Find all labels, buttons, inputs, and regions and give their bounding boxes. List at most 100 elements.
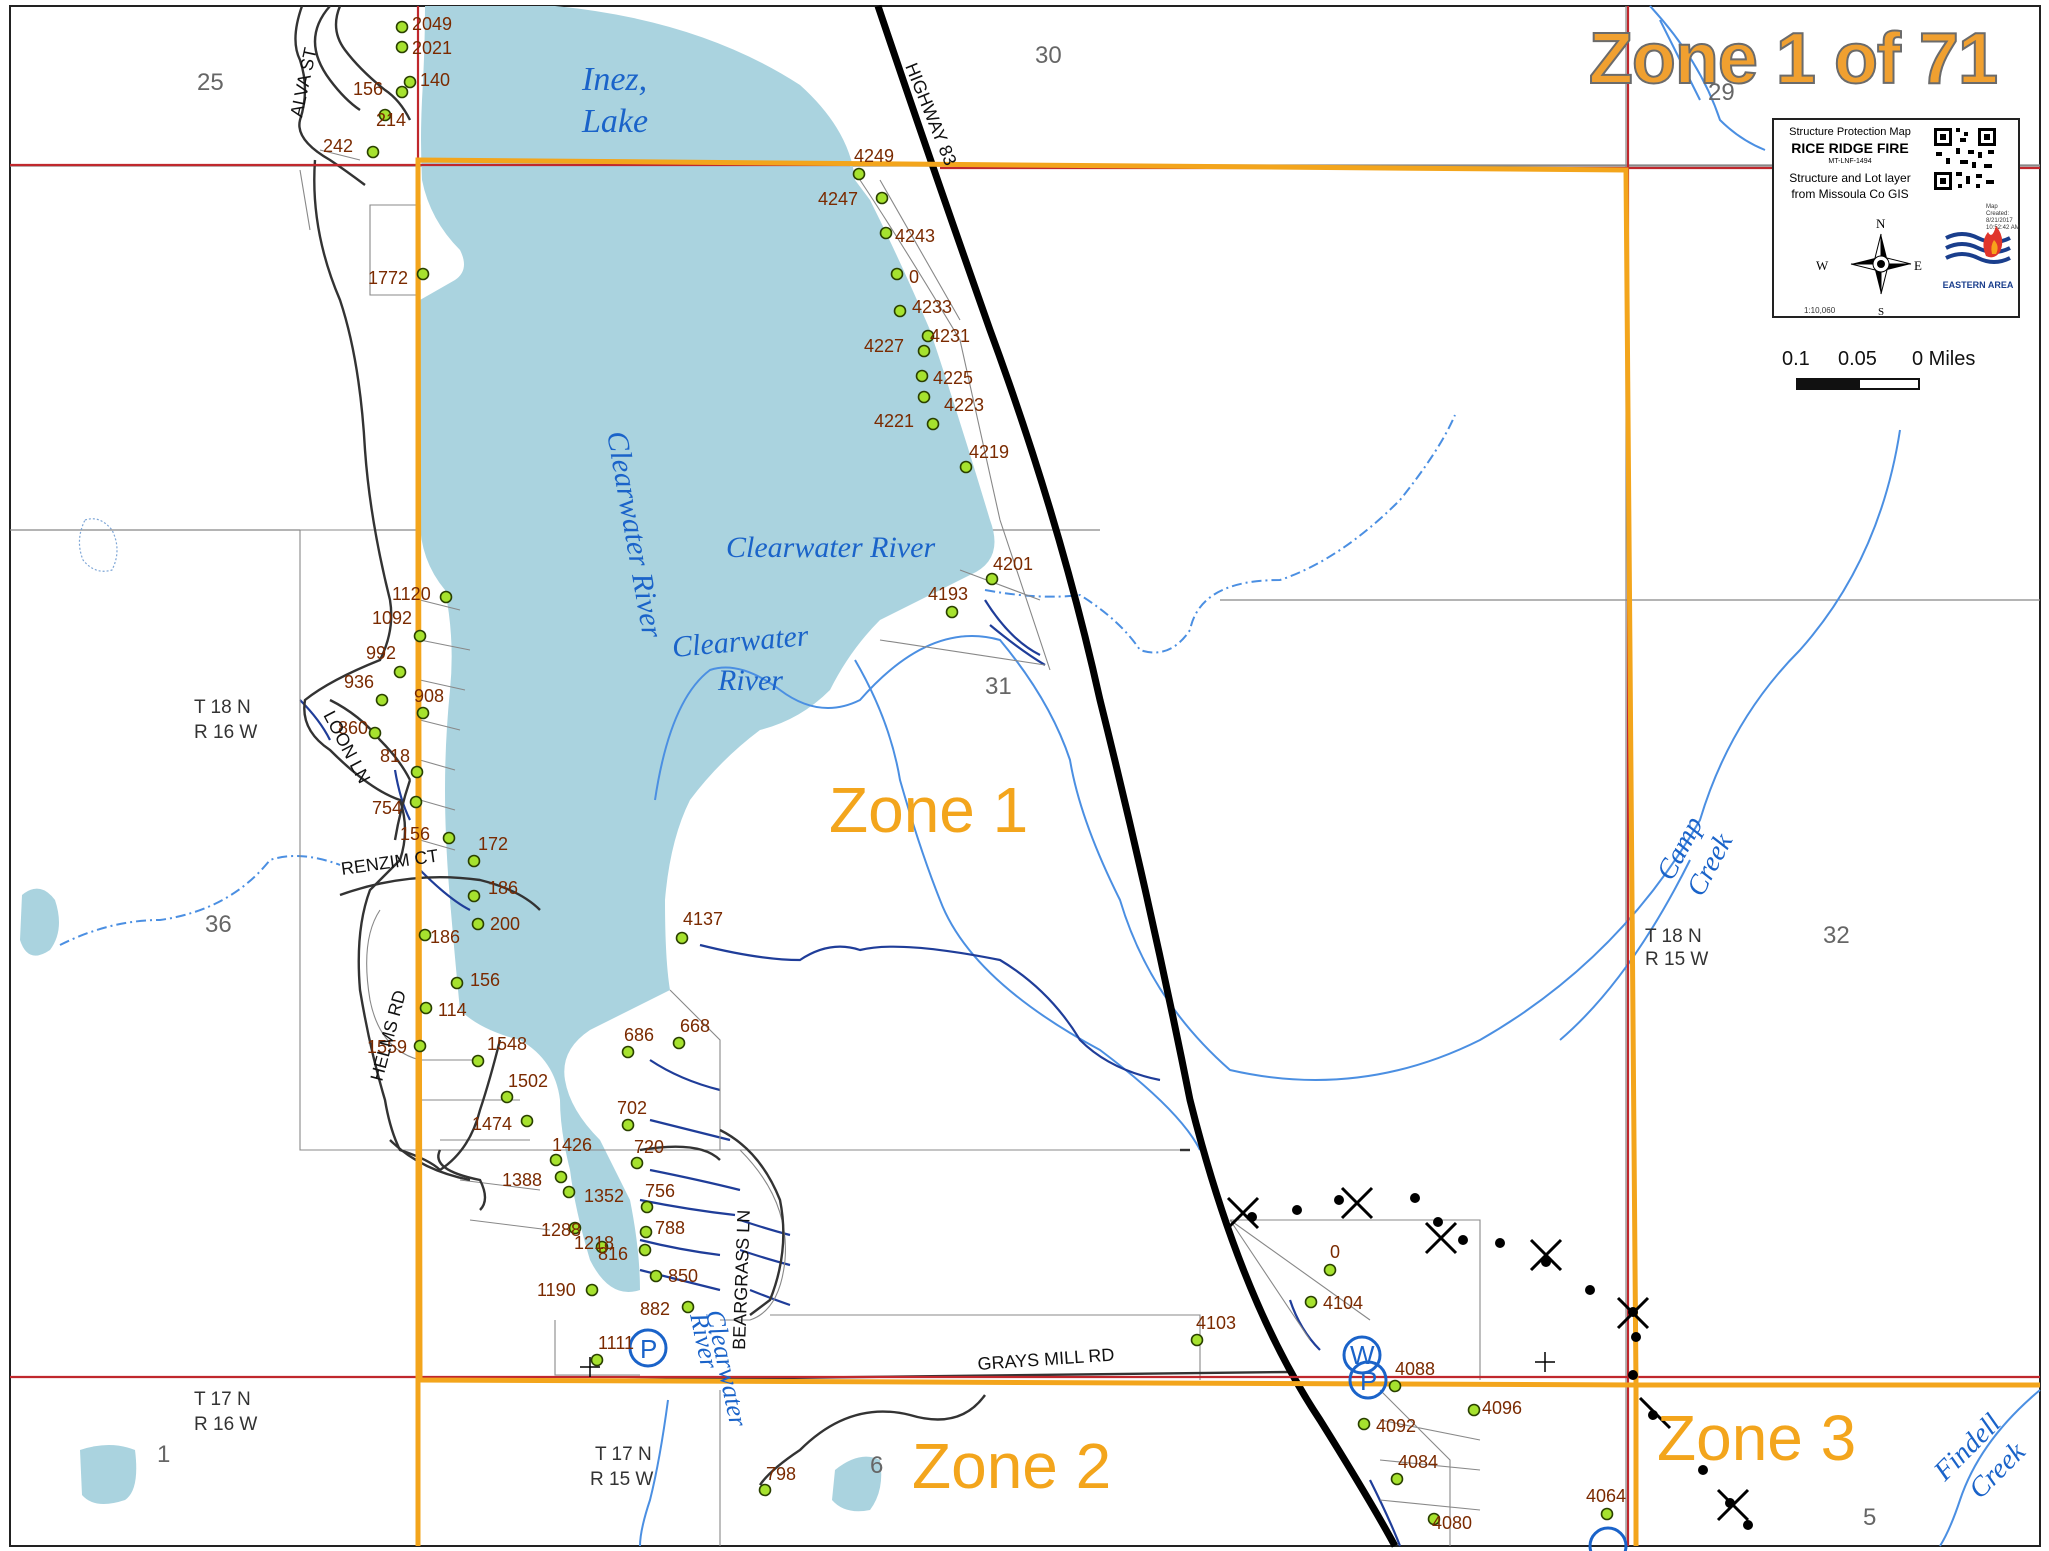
- structure-address-label: 1559: [367, 1037, 407, 1057]
- structure-point[interactable]: [585, 1283, 599, 1297]
- structure-point[interactable]: [395, 40, 409, 54]
- map-frame: [9, 5, 2041, 1547]
- address-labels: 2049202114015621424217724249424742430423…: [323, 14, 1626, 1533]
- structure-point[interactable]: [554, 1170, 568, 1184]
- structure-point[interactable]: [915, 369, 929, 383]
- structure-point[interactable]: [621, 1045, 635, 1059]
- legend-scale-ratio: 1:10,060: [1804, 306, 1836, 315]
- structure-point[interactable]: [562, 1185, 576, 1199]
- structure-address-label: 908: [414, 686, 444, 706]
- structure-point[interactable]: [413, 629, 427, 643]
- structure-address-label: 798: [766, 1464, 796, 1484]
- structure-point[interactable]: [879, 226, 893, 240]
- structure-point[interactable]: [893, 304, 907, 318]
- structure-point[interactable]: [500, 1090, 514, 1104]
- structure-point[interactable]: [959, 460, 973, 474]
- structure-point[interactable]: [926, 417, 940, 431]
- structure-point[interactable]: [675, 931, 689, 945]
- structure-point[interactable]: [568, 1221, 582, 1235]
- drainage-lines: [299, 599, 1402, 1547]
- compass-north: N: [1876, 216, 1886, 231]
- structure-point[interactable]: [1467, 1403, 1481, 1417]
- structure-point[interactable]: [638, 1243, 652, 1257]
- structure-point[interactable]: [395, 85, 409, 99]
- structure-address-label: 1190: [537, 1280, 576, 1300]
- structure-point[interactable]: [945, 605, 959, 619]
- structure-address-label: 214: [376, 110, 406, 130]
- structure-point[interactable]: [640, 1200, 654, 1214]
- structure-point[interactable]: [649, 1269, 663, 1283]
- structure-point[interactable]: [590, 1353, 604, 1367]
- structure-point[interactable]: [409, 795, 423, 809]
- structure-address-label: 1111: [598, 1333, 634, 1353]
- structure-address-label: 936: [344, 672, 374, 692]
- structure-point[interactable]: [890, 267, 904, 281]
- section-number: 29: [1708, 79, 1735, 106]
- structure-point[interactable]: [1427, 1512, 1441, 1526]
- structure-address-label: 720: [634, 1137, 664, 1157]
- lake-inez-clearwater: [419, 6, 995, 1292]
- structure-point[interactable]: [442, 831, 456, 845]
- structure-point[interactable]: [595, 1240, 609, 1254]
- structure-point[interactable]: [378, 108, 392, 122]
- structure-point[interactable]: [630, 1156, 644, 1170]
- structure-point[interactable]: [375, 693, 389, 707]
- structure-point[interactable]: [921, 329, 935, 343]
- fire-line-markers: [580, 1186, 1753, 1530]
- legend-map-type: Structure Protection Map: [1789, 126, 1911, 138]
- structure-point[interactable]: [416, 267, 430, 281]
- structure-point[interactable]: [672, 1036, 686, 1050]
- structure-point[interactable]: [1304, 1295, 1318, 1309]
- structure-point[interactable]: [917, 344, 931, 358]
- structure-point[interactable]: [852, 167, 866, 181]
- structure-address-label: 242: [323, 136, 353, 156]
- structure-address-label: 818: [380, 746, 410, 766]
- structure-point[interactable]: [621, 1118, 635, 1132]
- pond-left: [20, 888, 59, 956]
- structure-point[interactable]: [985, 572, 999, 586]
- structure-point[interactable]: [681, 1300, 695, 1314]
- structure-point[interactable]: [917, 390, 931, 404]
- structure-point[interactable]: [520, 1114, 534, 1128]
- structure-point[interactable]: [471, 917, 485, 931]
- township-label: T 17 N: [194, 1389, 251, 1410]
- structure-point[interactable]: [1190, 1333, 1204, 1347]
- structure-point[interactable]: [471, 1054, 485, 1068]
- structure-address-label: 114: [438, 1000, 467, 1020]
- structure-point[interactable]: [1388, 1379, 1402, 1393]
- structure-point[interactable]: [403, 75, 417, 89]
- structure-point[interactable]: [366, 145, 380, 159]
- section-number: 30: [1035, 42, 1062, 69]
- compass-east: E: [1914, 258, 1922, 273]
- eastern-area-logo-icon: [1945, 226, 2011, 264]
- structure-point[interactable]: [1357, 1417, 1371, 1431]
- structure-point[interactable]: [410, 765, 424, 779]
- compass-south: S: [1878, 306, 1885, 318]
- structure-point[interactable]: [413, 1039, 427, 1053]
- structure-point[interactable]: [450, 976, 464, 990]
- structure-point[interactable]: [467, 854, 481, 868]
- structure-point[interactable]: [419, 1001, 433, 1015]
- structure-point[interactable]: [439, 590, 453, 604]
- structure-point[interactable]: [395, 20, 409, 34]
- structure-address-label: 200: [490, 914, 520, 934]
- structure-address-label: 668: [680, 1016, 710, 1036]
- structure-point[interactable]: [1390, 1472, 1404, 1486]
- structure-point[interactable]: [416, 706, 430, 720]
- structure-point[interactable]: [639, 1225, 653, 1239]
- structure-address-label: 156: [353, 79, 383, 99]
- section-number: 32: [1823, 922, 1850, 949]
- structure-point[interactable]: [758, 1483, 772, 1497]
- structure-point[interactable]: [1600, 1507, 1614, 1521]
- township-label: T 18 N: [1645, 926, 1702, 947]
- structure-point[interactable]: [418, 928, 432, 942]
- structure-point[interactable]: [368, 726, 382, 740]
- structure-point[interactable]: [393, 665, 407, 679]
- range-label: R 16 W: [194, 722, 257, 743]
- structure-point[interactable]: [549, 1153, 563, 1167]
- structure-point[interactable]: [1323, 1263, 1337, 1277]
- structure-point[interactable]: [467, 889, 481, 903]
- structure-address-label: 1388: [502, 1170, 542, 1190]
- structure-point[interactable]: [875, 191, 889, 205]
